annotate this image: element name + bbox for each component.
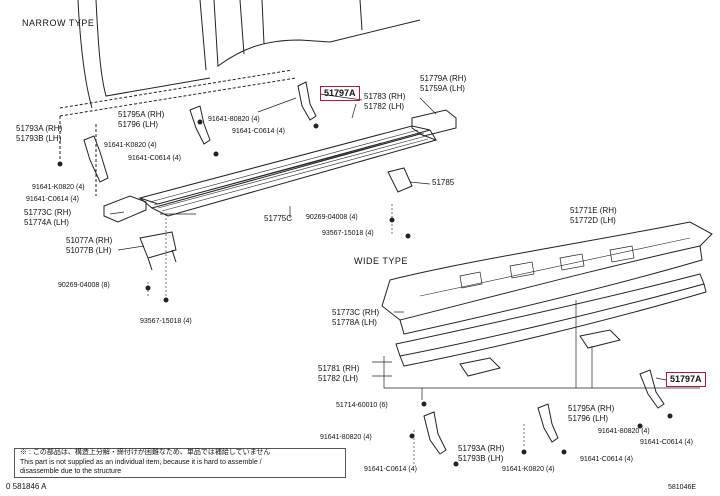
part-51759A-label[interactable]: 51759A (LH) <box>420 84 465 93</box>
narrow-step-board <box>138 125 438 217</box>
bracket-51797-bottom <box>639 369 665 409</box>
wide-type-title: WIDE TYPE <box>354 256 408 266</box>
part-51797A-bottom-label[interactable]: 51797A <box>666 372 706 387</box>
part-51797A-top-label[interactable]: 51797A <box>320 86 360 101</box>
note-box <box>14 448 346 478</box>
part-51795A-label[interactable]: 51795A (RH) <box>118 110 165 119</box>
end-cap-front <box>103 195 147 223</box>
part-51793B-label[interactable]: 51793B (LH) <box>16 134 62 143</box>
bolt-icon <box>197 119 203 125</box>
bolt-icon <box>637 423 643 429</box>
part-51775C-label[interactable]: 51775C <box>264 214 293 223</box>
bolt-icon <box>213 151 219 157</box>
part-91641-C0614-label[interactable]: 91641-C0614 (4) <box>232 128 285 135</box>
part-51793A-label[interactable]: 51793A (RH) <box>16 124 63 133</box>
bracket-51797-top <box>297 81 317 121</box>
part-91641-C0614-mid-label[interactable]: 91641-C0614 (4) <box>128 155 181 162</box>
bolt-icon <box>421 401 427 407</box>
part-91641-K0820-mid-label[interactable]: 91641-K0820 (4) <box>104 142 157 149</box>
part-51793A-bottom-label[interactable]: 51793A (RH) <box>458 444 505 453</box>
part-51771E-label[interactable]: 51771E (RH) <box>570 206 617 215</box>
part-91641-C0614-bottom-left-label[interactable]: 91641-C0614 (4) <box>364 466 417 473</box>
part-51795A-bottom-label[interactable]: 51795A (RH) <box>568 404 615 413</box>
part-51077A-label[interactable]: 51077A (RH) <box>66 236 113 245</box>
end-cap-rear <box>411 109 457 137</box>
part-91641-K0820-bottom-label[interactable]: 91641-K0820 (4) <box>502 466 555 473</box>
bolt-icon <box>561 449 567 455</box>
part-51783-label[interactable]: 51783 (RH) <box>364 92 406 101</box>
part-51782-label[interactable]: 51782 (LH) <box>364 102 405 111</box>
part-91641-C0614-bottom-center-label[interactable]: 91641-C0614 (4) <box>580 456 633 463</box>
part-51772D-label[interactable]: 51772D (LH) <box>570 216 616 225</box>
note-line-1: ※ : この部品は、構造上分解・締付けが困難なため、単品では補給していません <box>20 449 271 456</box>
part-51779A-label[interactable]: 51779A (RH) <box>420 74 467 83</box>
part-51077B-label[interactable]: 51077B (LH) <box>66 246 112 255</box>
part-51714-60010-label[interactable]: 51714-60010 (6) <box>336 402 388 409</box>
bolt-icon <box>313 123 319 129</box>
vehicle-rocker-outline <box>59 69 297 117</box>
part-91641-C0614-left-label[interactable]: 91641-C0614 (4) <box>26 196 79 203</box>
part-91641-C0614-bottom-right-label[interactable]: 91641-C0614 (4) <box>640 439 693 446</box>
footer-code-left: 0 581846 A <box>6 482 47 491</box>
narrow-type-title: NARROW TYPE <box>22 18 95 28</box>
bolt-icon <box>667 413 673 419</box>
part-90269-04008-mid-label[interactable]: 90269-04008 (4) <box>306 214 358 221</box>
bolt-icon <box>405 233 411 239</box>
part-51796-bottom-label[interactable]: 51796 (LH) <box>568 414 609 423</box>
part-91641-80820-label[interactable]: 91641-80820 (4) <box>208 116 260 123</box>
note-line-3: disassemble due to the structure <box>20 468 122 475</box>
part-51793B-bottom-label[interactable]: 51793B (LH) <box>458 454 504 463</box>
bolt-icon <box>163 297 169 303</box>
bolt-icon <box>145 285 151 291</box>
part-91641-K0820-left-label[interactable]: 91641-K0820 (4) <box>32 184 85 191</box>
part-51781-label[interactable]: 51781 (RH) <box>318 364 360 373</box>
part-51785-label[interactable]: 51785 <box>432 178 455 187</box>
part-51782-wide-label[interactable]: 51782 (LH) <box>318 374 359 383</box>
part-91641-80820-bottom-left-label[interactable]: 91641-80820 (4) <box>320 434 372 441</box>
bracket-51785 <box>387 167 413 193</box>
part-51774A-label[interactable]: 51774A (LH) <box>24 218 69 227</box>
part-93567-15018-left-label[interactable]: 93567-15018 (4) <box>140 318 192 325</box>
part-93567-15018-mid-label[interactable]: 93567-15018 (4) <box>322 230 374 237</box>
part-90269-04008-left-label[interactable]: 90269-04008 (8) <box>58 282 110 289</box>
bracket-51795 <box>189 105 211 145</box>
bolt-icon <box>453 461 459 467</box>
bolt-icon <box>389 217 395 223</box>
part-51773C-label[interactable]: 51773C (RH) <box>24 208 72 217</box>
bracket-51793-bottom <box>423 411 447 455</box>
bracket-51793 <box>83 135 109 183</box>
part-51773C-wide-label[interactable]: 51773C (RH) <box>332 308 380 317</box>
bracket-51077 <box>139 231 177 271</box>
bracket-51795-bottom <box>537 403 559 443</box>
wide-step-board <box>381 221 713 377</box>
part-91641-80820-bottom-right-label[interactable]: 91641-80820 (4) <box>598 428 650 435</box>
bolt-icon <box>57 161 63 167</box>
vehicle-body-outline <box>77 0 421 109</box>
footer-code-right: 581046E <box>668 484 697 491</box>
part-51796-label[interactable]: 51796 (LH) <box>118 120 159 129</box>
part-51778A-label[interactable]: 51778A (LH) <box>332 318 377 327</box>
note-line-2: This part is not supplied as an individu… <box>20 459 262 466</box>
bolt-icon <box>521 449 527 455</box>
bolt-icon <box>409 433 415 439</box>
